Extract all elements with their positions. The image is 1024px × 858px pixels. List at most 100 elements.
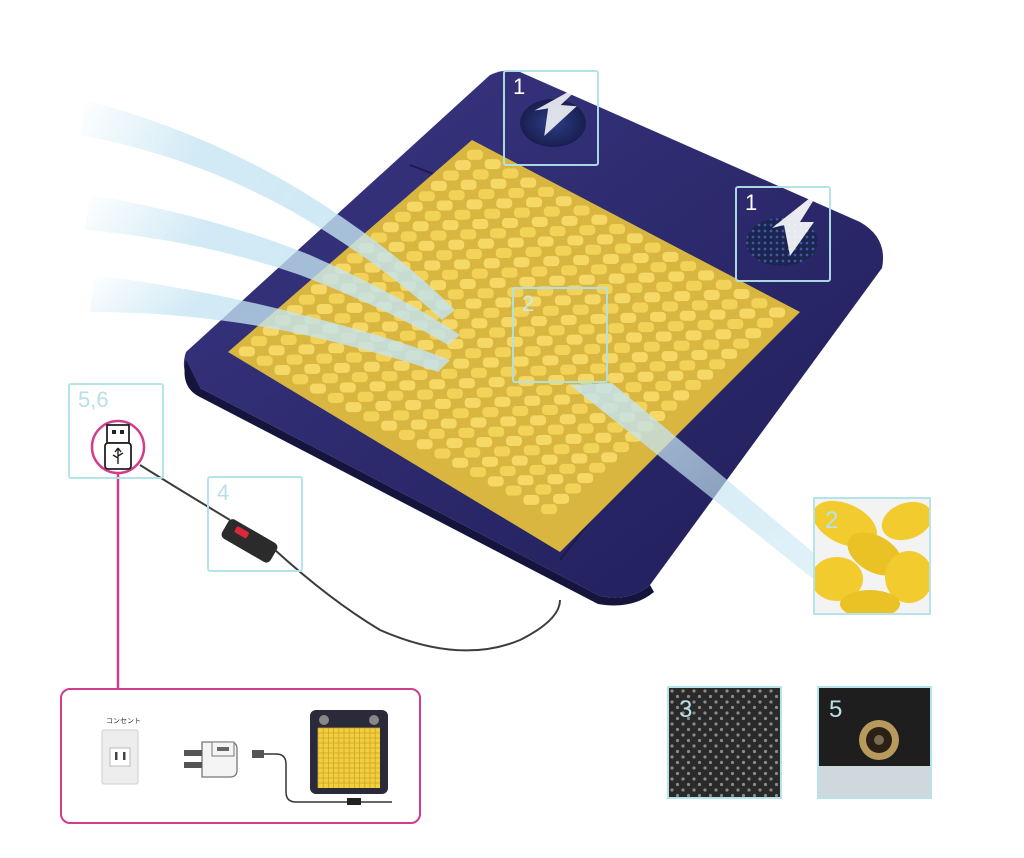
gel-cell [524, 395, 541, 406]
gel-cell [553, 493, 570, 504]
gel-cell [499, 466, 516, 477]
gel-cell [680, 261, 697, 272]
gel-cell [494, 446, 510, 457]
gel-cell [559, 463, 576, 474]
gel-cell [507, 287, 524, 298]
gel-cell [316, 303, 333, 314]
gel-cell [472, 219, 489, 230]
gel-cell [769, 307, 786, 318]
gel-cell [560, 315, 577, 326]
gel-cell [579, 225, 596, 236]
gel-cell [595, 432, 612, 443]
gel-cell [685, 379, 702, 390]
gel-cell [697, 320, 714, 331]
gel-cell [691, 350, 708, 361]
gel-cell [417, 340, 434, 351]
zoom-beam [570, 383, 840, 578]
gel-cell [590, 363, 606, 374]
gel-cell [655, 381, 672, 392]
gel-cell [590, 313, 607, 324]
gel-cell [619, 362, 636, 373]
gel-cell [447, 289, 464, 300]
gel-cell [268, 345, 285, 356]
gel-cell [458, 427, 475, 438]
gel-cell [685, 330, 702, 341]
gel-cell [478, 189, 495, 200]
gel-cell [363, 411, 380, 422]
thumbnail-number: 3 [679, 696, 693, 723]
gel-cell [626, 282, 643, 293]
gel-cell [466, 149, 483, 160]
gel-cell [667, 370, 684, 381]
gel-cell [298, 344, 315, 355]
gel-cell [614, 243, 631, 254]
gel-cell [381, 371, 398, 382]
gel-cell [476, 387, 493, 398]
gel-cell [369, 381, 386, 392]
gel-cell [328, 293, 345, 304]
gel-cell [460, 179, 477, 190]
gel-cell [560, 364, 577, 375]
gel-cell [430, 280, 446, 291]
gel-cell [535, 434, 552, 445]
gel-cell [620, 263, 637, 274]
gel-cell [632, 252, 649, 263]
gel-cell [757, 317, 774, 328]
usb-connector-icon [252, 750, 264, 758]
gel-cell [416, 439, 433, 450]
gel-cell [715, 329, 732, 340]
gel-cell [609, 224, 626, 235]
gel-cell [310, 383, 326, 394]
gel-cell [459, 328, 476, 339]
gel-cell [446, 388, 463, 399]
gel-cell [364, 312, 381, 323]
gel-cell [631, 352, 648, 363]
gel-cell [489, 327, 506, 338]
gel-cell [745, 328, 762, 339]
gel-cell [327, 392, 344, 403]
gel-cell [514, 207, 530, 218]
gel-cell [428, 428, 445, 439]
gel-cell [661, 351, 678, 362]
gel-cell [464, 397, 481, 408]
gel-cell [608, 273, 625, 284]
gel-cell [573, 205, 590, 216]
gel-cell [488, 377, 505, 388]
gel-cell [417, 389, 434, 400]
gel-cell [571, 453, 588, 464]
gel-cell [554, 394, 570, 405]
gel-cell [596, 333, 613, 344]
gel-cell [520, 177, 537, 188]
gel-cell [733, 288, 750, 299]
gel-cell [398, 429, 415, 440]
gel-cell [494, 396, 511, 407]
gel-cell [572, 354, 589, 365]
gel-cell [590, 264, 607, 275]
gel-cell [471, 318, 488, 329]
gel-cell [496, 198, 513, 209]
gel-cell [679, 310, 696, 321]
gel-cell [507, 237, 524, 248]
gel-cell [578, 324, 595, 335]
gel-cell [511, 455, 528, 466]
gel-cell [517, 475, 534, 486]
gel-cell [632, 302, 649, 313]
cable-switch-icon [347, 798, 361, 805]
gel-cell [411, 370, 428, 381]
gel-cell [487, 476, 504, 487]
gel-cell [607, 372, 624, 383]
gel-cell [470, 367, 487, 378]
gel-cell [393, 410, 410, 421]
gel-cell [412, 221, 429, 232]
thumbnail-mesh: 3 [667, 686, 782, 799]
gel-cell [454, 209, 471, 220]
gel-cell [523, 445, 540, 456]
gel-cell [585, 244, 602, 255]
gel-cell [453, 358, 470, 369]
gel-cell [650, 311, 666, 322]
callout-number: 1 [745, 190, 758, 215]
gel-cell [292, 374, 309, 385]
gel-cell [488, 426, 505, 437]
